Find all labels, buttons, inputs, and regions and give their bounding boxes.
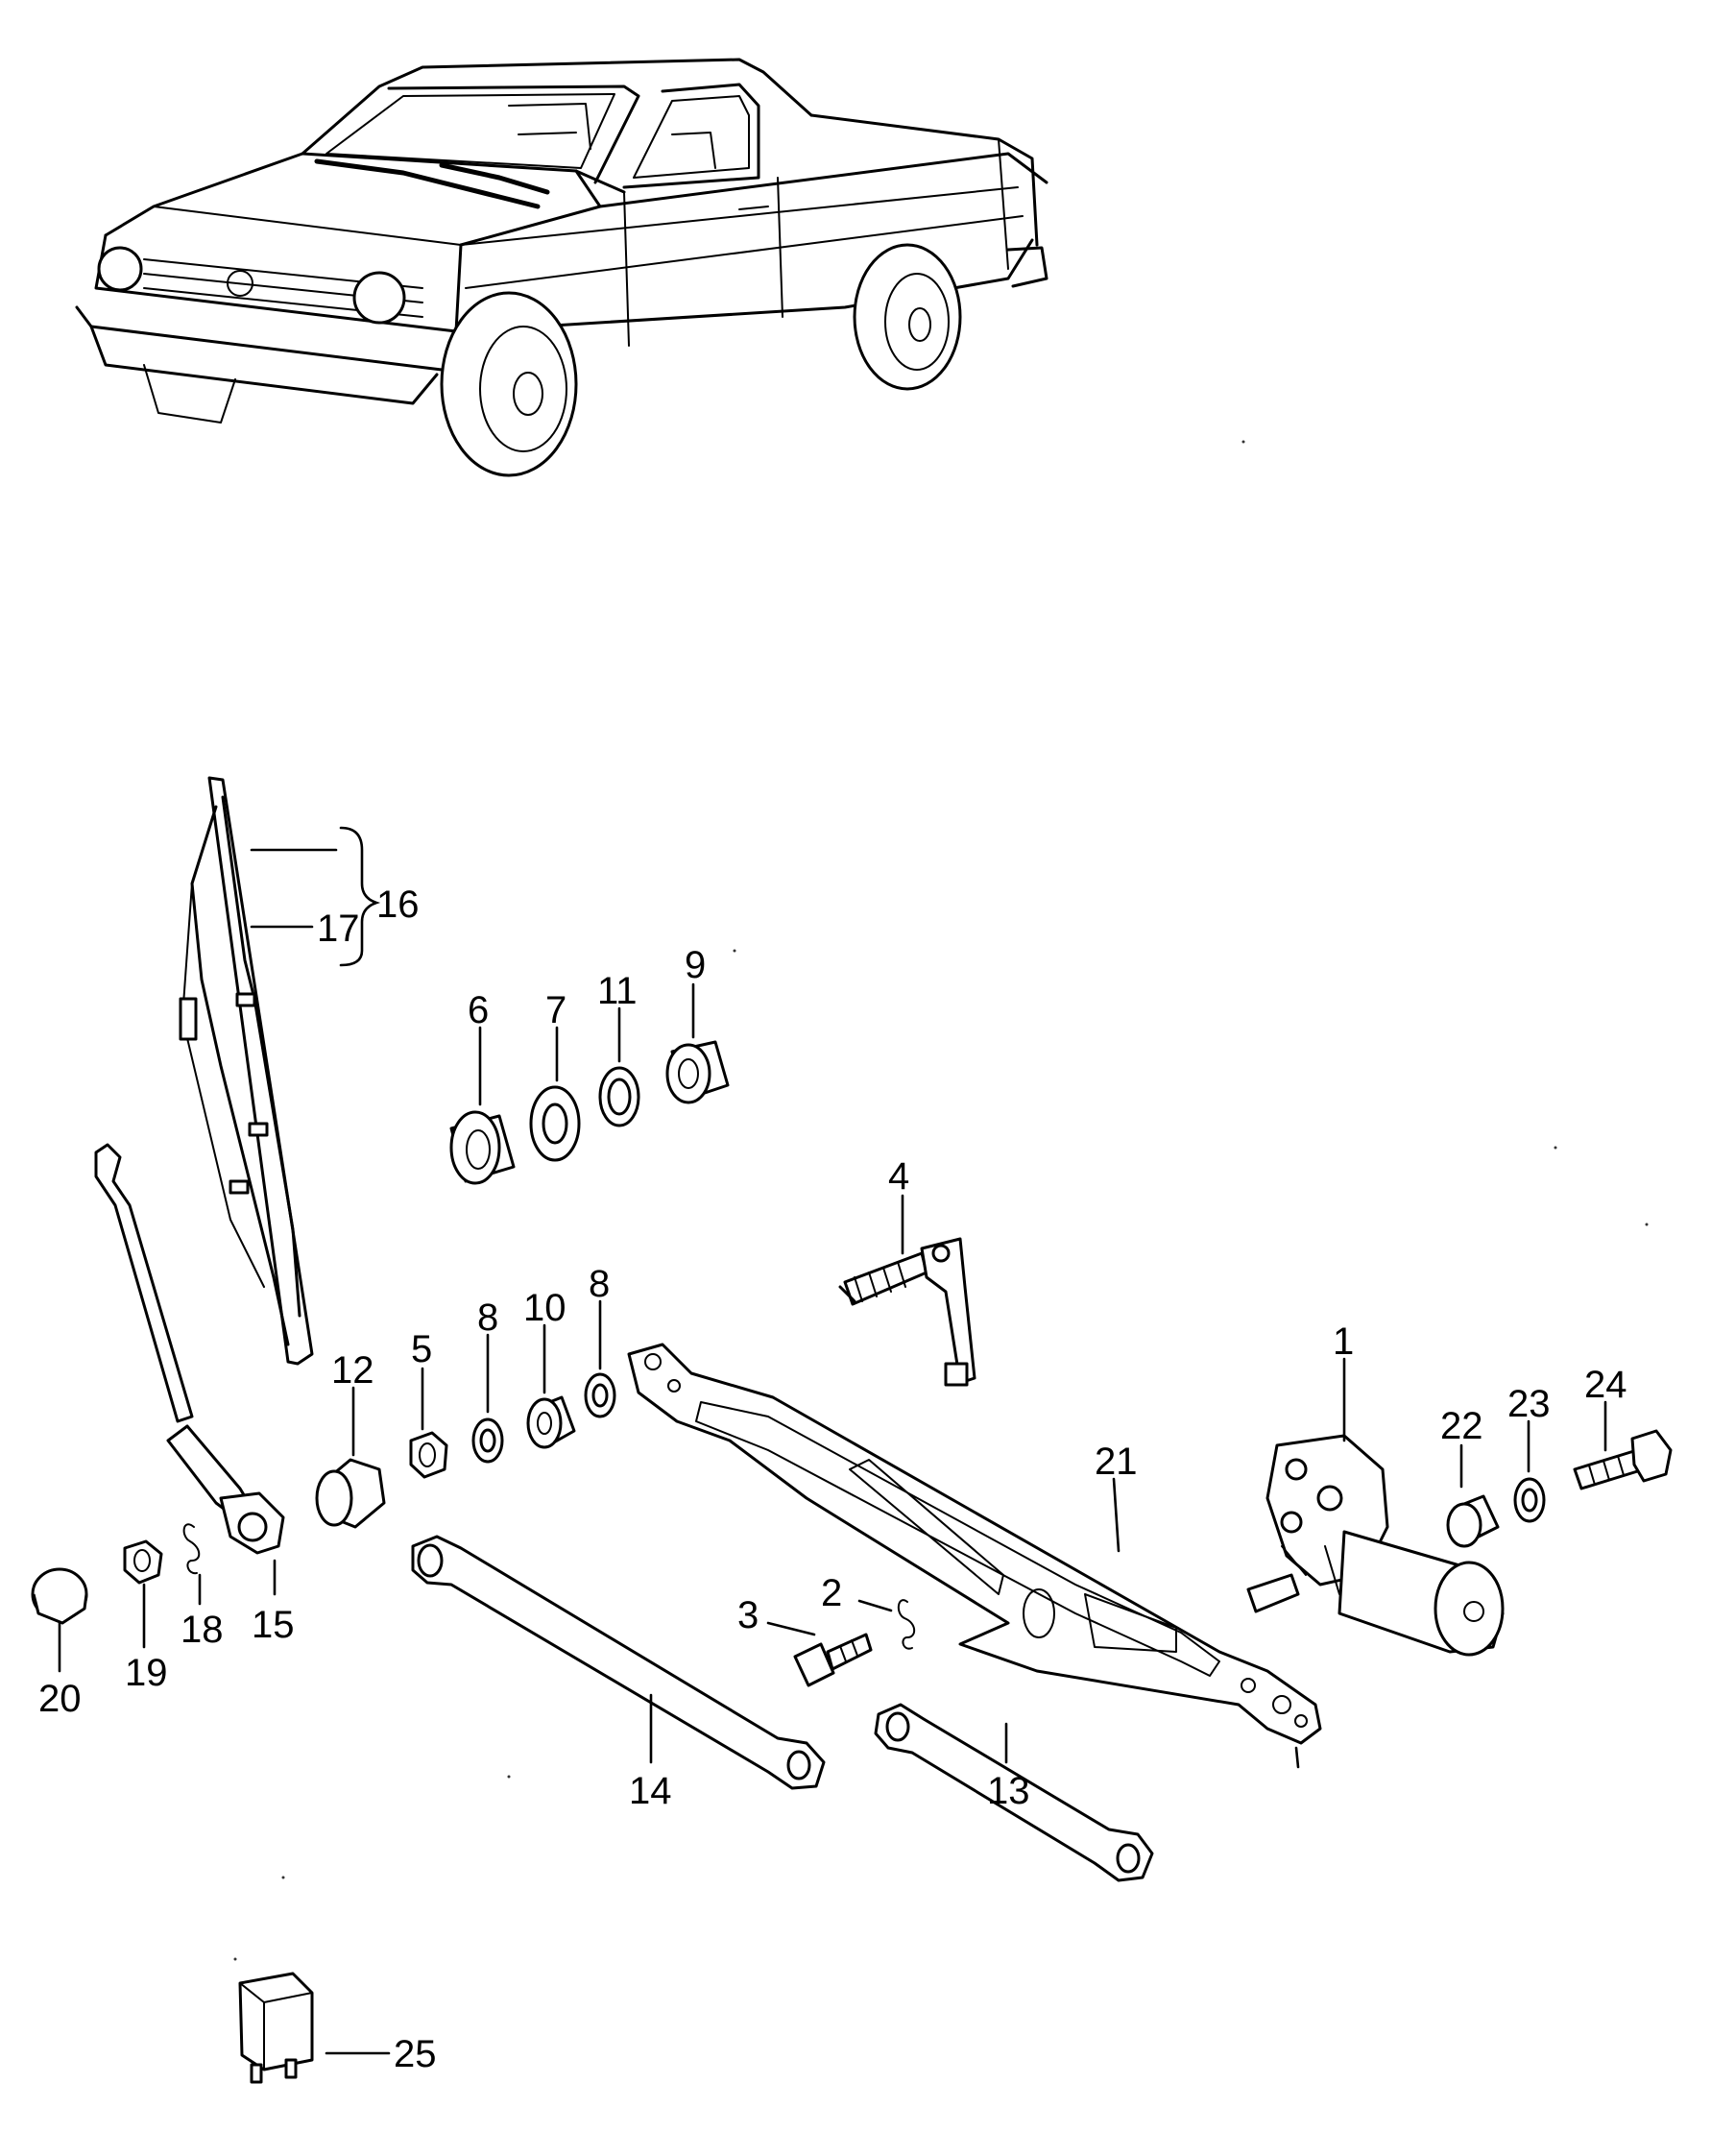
wiper-motor-part <box>1246 1434 1505 1657</box>
washer-part-8b <box>584 1372 616 1418</box>
link-rod-part-13 <box>874 1703 1154 1882</box>
callout-8a: 8 <box>477 1296 498 1339</box>
callout-3: 3 <box>737 1594 759 1636</box>
wiper-arm-part <box>94 1143 285 1555</box>
callout-17: 17 <box>317 908 360 950</box>
pickup-truck-illustration <box>75 58 1048 477</box>
callout-13: 13 <box>987 1770 1030 1812</box>
callout-16: 16 <box>376 884 420 926</box>
scan-specks <box>233 440 1649 1961</box>
relay-part <box>238 1972 314 2084</box>
callout-5: 5 <box>411 1328 432 1370</box>
callout-7: 7 <box>545 989 566 1031</box>
bolt-part-3 <box>793 1633 873 1687</box>
grommet-part-22 <box>1446 1494 1500 1548</box>
callout-9: 9 <box>685 944 706 986</box>
callout-4: 4 <box>888 1155 909 1198</box>
bush-part <box>665 1040 730 1104</box>
callout-12: 12 <box>331 1349 374 1392</box>
callout-22: 22 <box>1440 1405 1483 1447</box>
callout-20: 20 <box>38 1678 82 1720</box>
washer-part-8a <box>471 1417 504 1464</box>
callout-14: 14 <box>629 1770 672 1812</box>
cap-part-20 <box>31 1567 88 1625</box>
clip-part-18 <box>182 1523 201 1575</box>
callout-15: 15 <box>252 1604 295 1646</box>
callout-24: 24 <box>1584 1364 1627 1406</box>
callout-18: 18 <box>181 1609 224 1651</box>
bolt-part-24 <box>1573 1429 1673 1490</box>
callout-numbers: 1 2 3 4 5 6 7 8 8 9 10 11 12 13 14 15 16… <box>38 884 1627 2075</box>
washer-part-23 <box>1513 1477 1546 1523</box>
serrated-washer-part <box>529 1085 581 1162</box>
callout-21: 21 <box>1095 1441 1138 1483</box>
callout-8b: 8 <box>589 1263 610 1305</box>
bush-part-10 <box>526 1395 576 1449</box>
callout-11: 11 <box>597 970 638 1012</box>
leader-lines <box>58 826 1607 2055</box>
cap-part <box>315 1458 386 1529</box>
link-rod-part-14 <box>411 1535 826 1790</box>
callout-1: 1 <box>1333 1320 1354 1363</box>
wiper-frame-part <box>627 1343 1322 1745</box>
lever-part <box>838 1237 976 1387</box>
callout-25: 25 <box>394 2033 437 2075</box>
callout-10: 10 <box>523 1287 566 1329</box>
callout-23: 23 <box>1507 1383 1551 1425</box>
nut-part-5 <box>409 1431 448 1479</box>
washer-part-11 <box>598 1066 640 1127</box>
callout-6: 6 <box>468 989 489 1031</box>
callout-19: 19 <box>125 1652 168 1694</box>
wiper-blade-part <box>179 776 314 1366</box>
grommet-part <box>449 1110 516 1185</box>
callout-2: 2 <box>821 1572 842 1614</box>
nut-part-19 <box>123 1539 163 1585</box>
clip-part-2 <box>897 1599 916 1650</box>
